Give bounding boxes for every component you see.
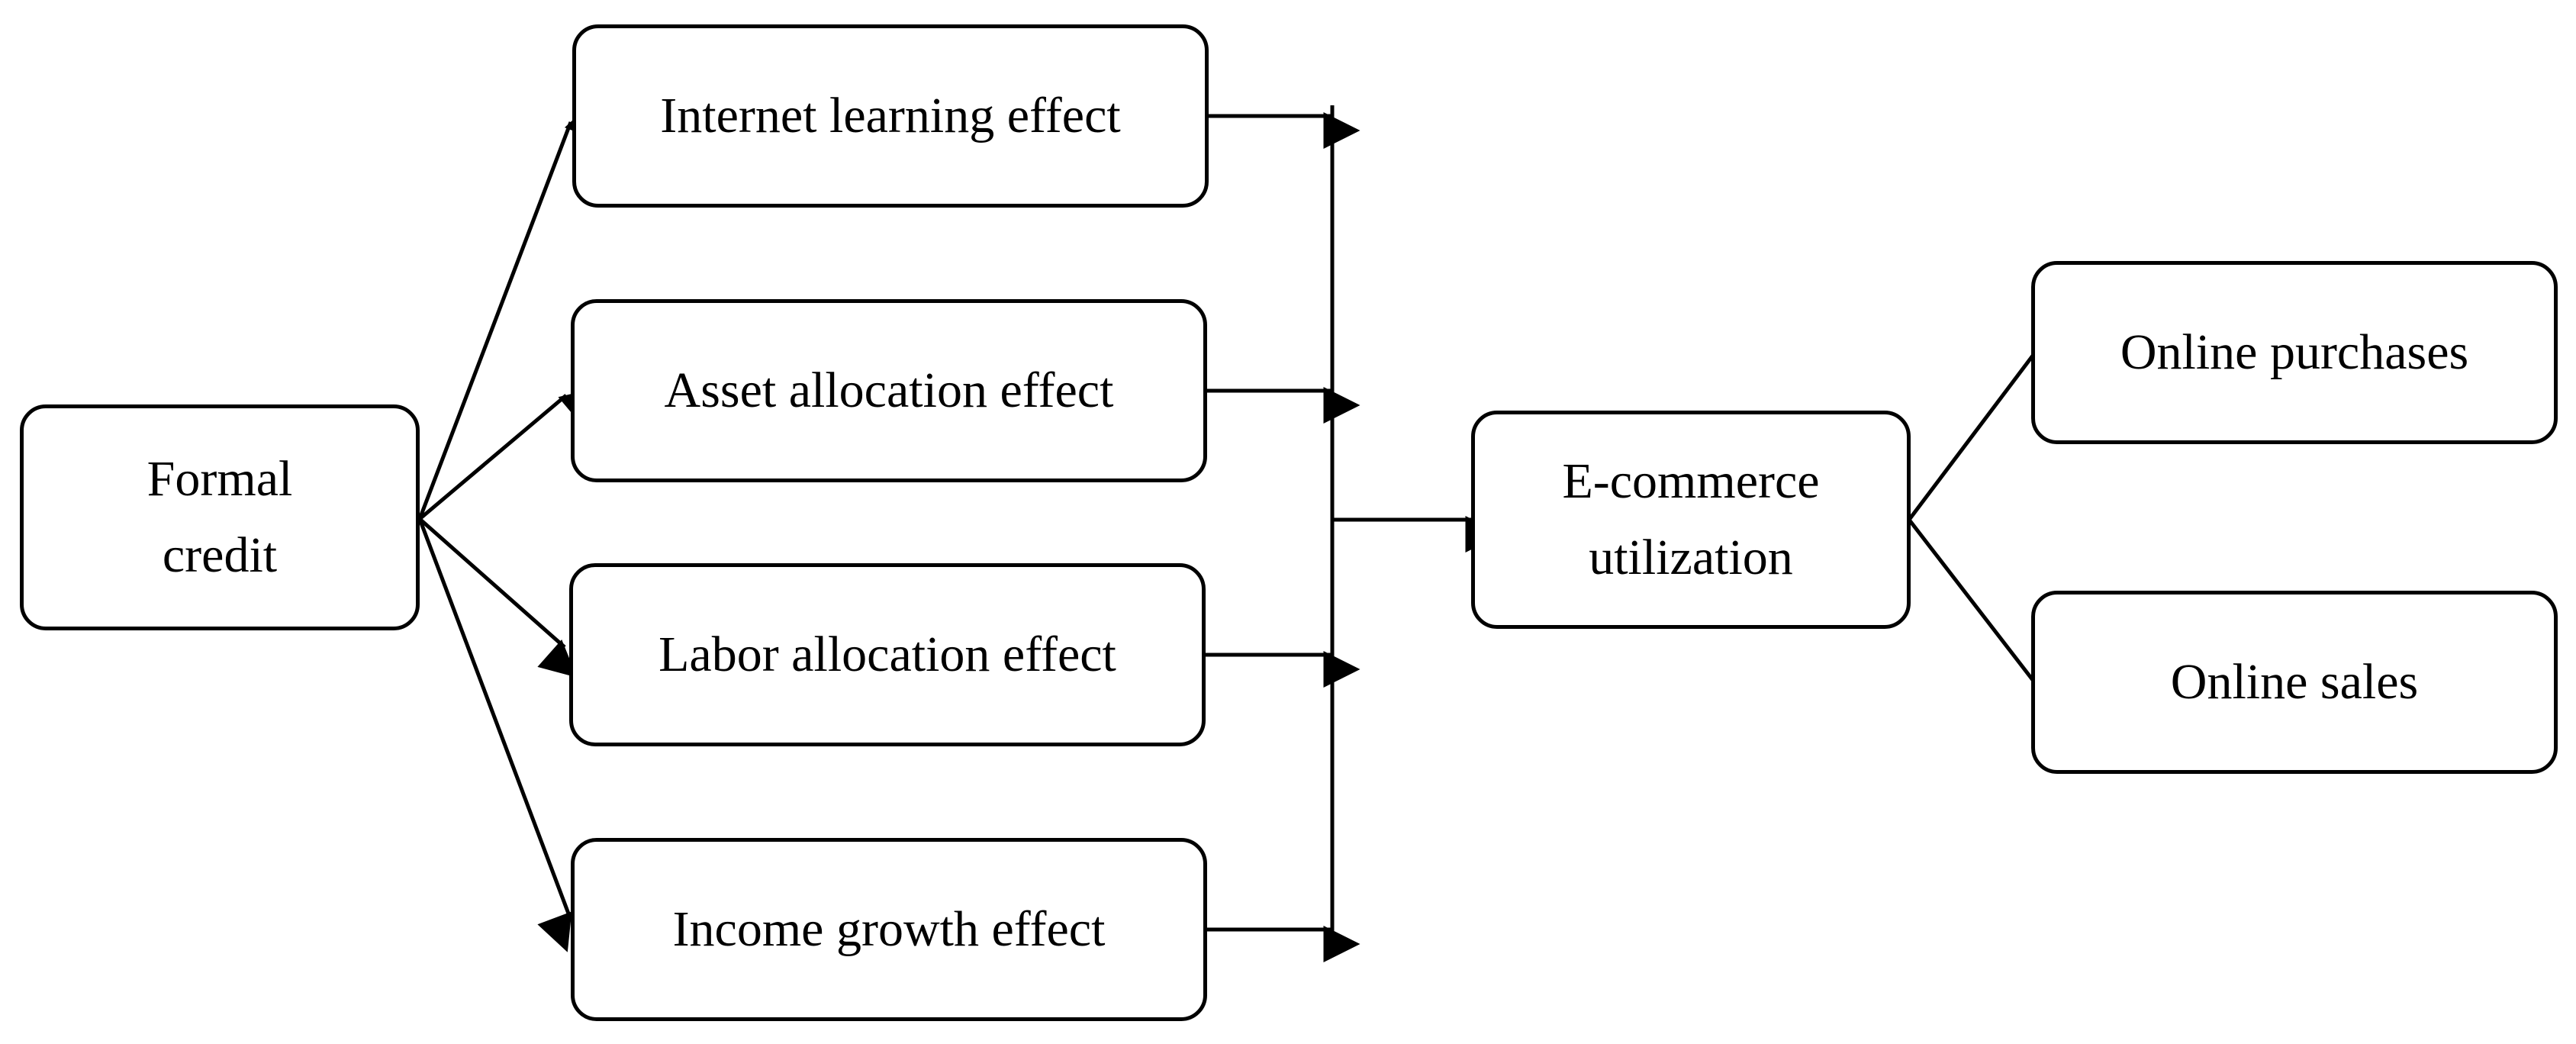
arrow-credit-to-asset-allocation xyxy=(418,387,598,520)
node-income-growth-effect-label: Income growth effect xyxy=(672,901,1106,957)
node-internet-learning-effect-label: Internet learning effect xyxy=(660,88,1121,143)
node-labor-allocation-effect-label: Labor allocation effect xyxy=(658,627,1116,682)
node-asset-allocation-effect-label: Asset allocation effect xyxy=(664,362,1114,418)
node-online-sales-label: Online sales xyxy=(2170,654,2419,710)
arrow-credit-to-labor-allocation xyxy=(418,517,578,678)
node-internet-learning-effect: Internet learning effect xyxy=(572,24,1209,208)
node-online-purchases-label: Online purchases xyxy=(2120,324,2469,380)
node-formal-credit: Formal credit xyxy=(20,404,420,630)
node-ecommerce-utilization-line2: utilization xyxy=(1589,530,1793,585)
node-formal-credit-line1: Formal xyxy=(147,451,293,507)
node-ecommerce-utilization-line1: E-commerce xyxy=(1562,453,1820,509)
line-ecommerce-to-online-sales xyxy=(1908,518,2034,682)
arrow-credit-to-income-growth xyxy=(417,518,573,952)
node-formal-credit-line2: credit xyxy=(162,527,278,583)
node-ecommerce-utilization: E-commerce utilization xyxy=(1471,411,1911,629)
node-asset-allocation-effect: Asset allocation effect xyxy=(571,299,1207,482)
node-online-sales: Online sales xyxy=(2031,591,2558,774)
node-income-growth-effect: Income growth effect xyxy=(571,838,1207,1021)
node-labor-allocation-effect: Labor allocation effect xyxy=(569,563,1206,746)
arrow-credit-to-internet-learning xyxy=(417,99,599,520)
node-online-purchases: Online purchases xyxy=(2031,261,2558,444)
line-ecommerce-to-online-purchases xyxy=(1908,354,2034,521)
